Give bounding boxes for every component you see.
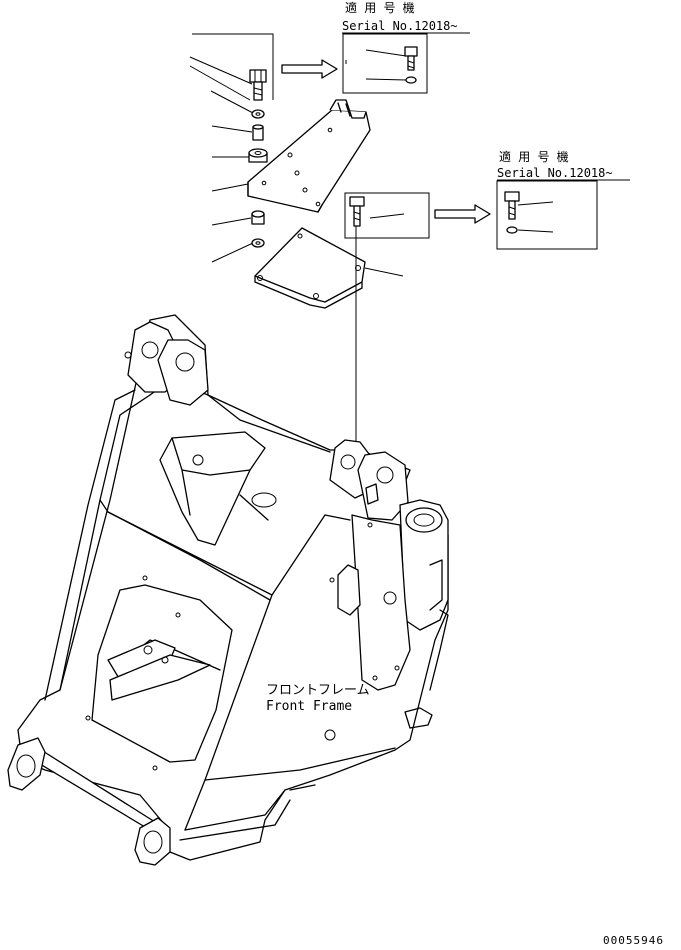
upper-left-clevis xyxy=(124,321,209,406)
callout-top-box xyxy=(342,33,428,94)
frame-opening xyxy=(91,584,233,763)
leader-line-collar xyxy=(211,217,252,226)
leader-line-washer-c xyxy=(211,242,254,263)
callout-right-washer-icon xyxy=(506,226,518,234)
upper-right-clevis xyxy=(329,439,409,521)
callout-right-serial-label: Serial No.12018~ xyxy=(497,166,613,180)
leader-line-bolt xyxy=(189,56,253,85)
front-frame xyxy=(7,314,449,866)
callout-right-applicable-label: 適 用 号 機 xyxy=(499,149,569,164)
callout-top-washer-icon xyxy=(405,76,417,84)
serial-callout-top: 適 用 号 機 Serial No.12018~ xyxy=(342,0,470,94)
callout-right-box xyxy=(496,180,598,250)
lower-cover-plate xyxy=(254,227,366,309)
callout-top-applicable-label: 適 用 号 機 xyxy=(345,0,415,15)
washer-part xyxy=(251,109,265,119)
arrow-to-top-callout xyxy=(281,59,338,79)
serial-callout-right: 適 用 号 機 Serial No.12018~ xyxy=(496,149,630,250)
arrow-to-right-callout xyxy=(434,204,491,224)
exploded-parts-group xyxy=(189,33,404,309)
frame-label-en: Front Frame xyxy=(266,699,352,714)
inner-gusset xyxy=(159,431,277,546)
frame-hole xyxy=(142,575,148,581)
frame-hole xyxy=(175,612,181,618)
bolt-part xyxy=(249,69,267,101)
leader-line-washer-b xyxy=(210,90,254,114)
callout-top-serial-label: Serial No.12018~ xyxy=(342,19,458,33)
drawing-number: 00055946 xyxy=(603,934,664,947)
bolt-inset-box xyxy=(344,192,430,239)
frame-label-jp: フロントフレーム xyxy=(266,683,370,698)
frame-hole xyxy=(329,577,335,583)
frame-hole xyxy=(152,765,158,771)
frame-hole xyxy=(85,715,91,721)
leader-line-cover xyxy=(364,267,404,277)
right-tower xyxy=(399,499,449,691)
frame-hole xyxy=(324,729,336,741)
front-cross-pin xyxy=(7,737,171,866)
side-pin xyxy=(337,564,361,616)
leader-line-spacer xyxy=(211,125,253,133)
upper-bracket-plate xyxy=(247,99,371,213)
callout-right-bolt-icon xyxy=(504,191,520,220)
leader-line-washer-a xyxy=(189,65,251,101)
callout-top-bolt-icon xyxy=(404,46,418,71)
mounting-bracket-plate xyxy=(351,514,411,691)
washer-part-lower xyxy=(251,238,265,248)
leader-line-plate xyxy=(211,183,249,192)
